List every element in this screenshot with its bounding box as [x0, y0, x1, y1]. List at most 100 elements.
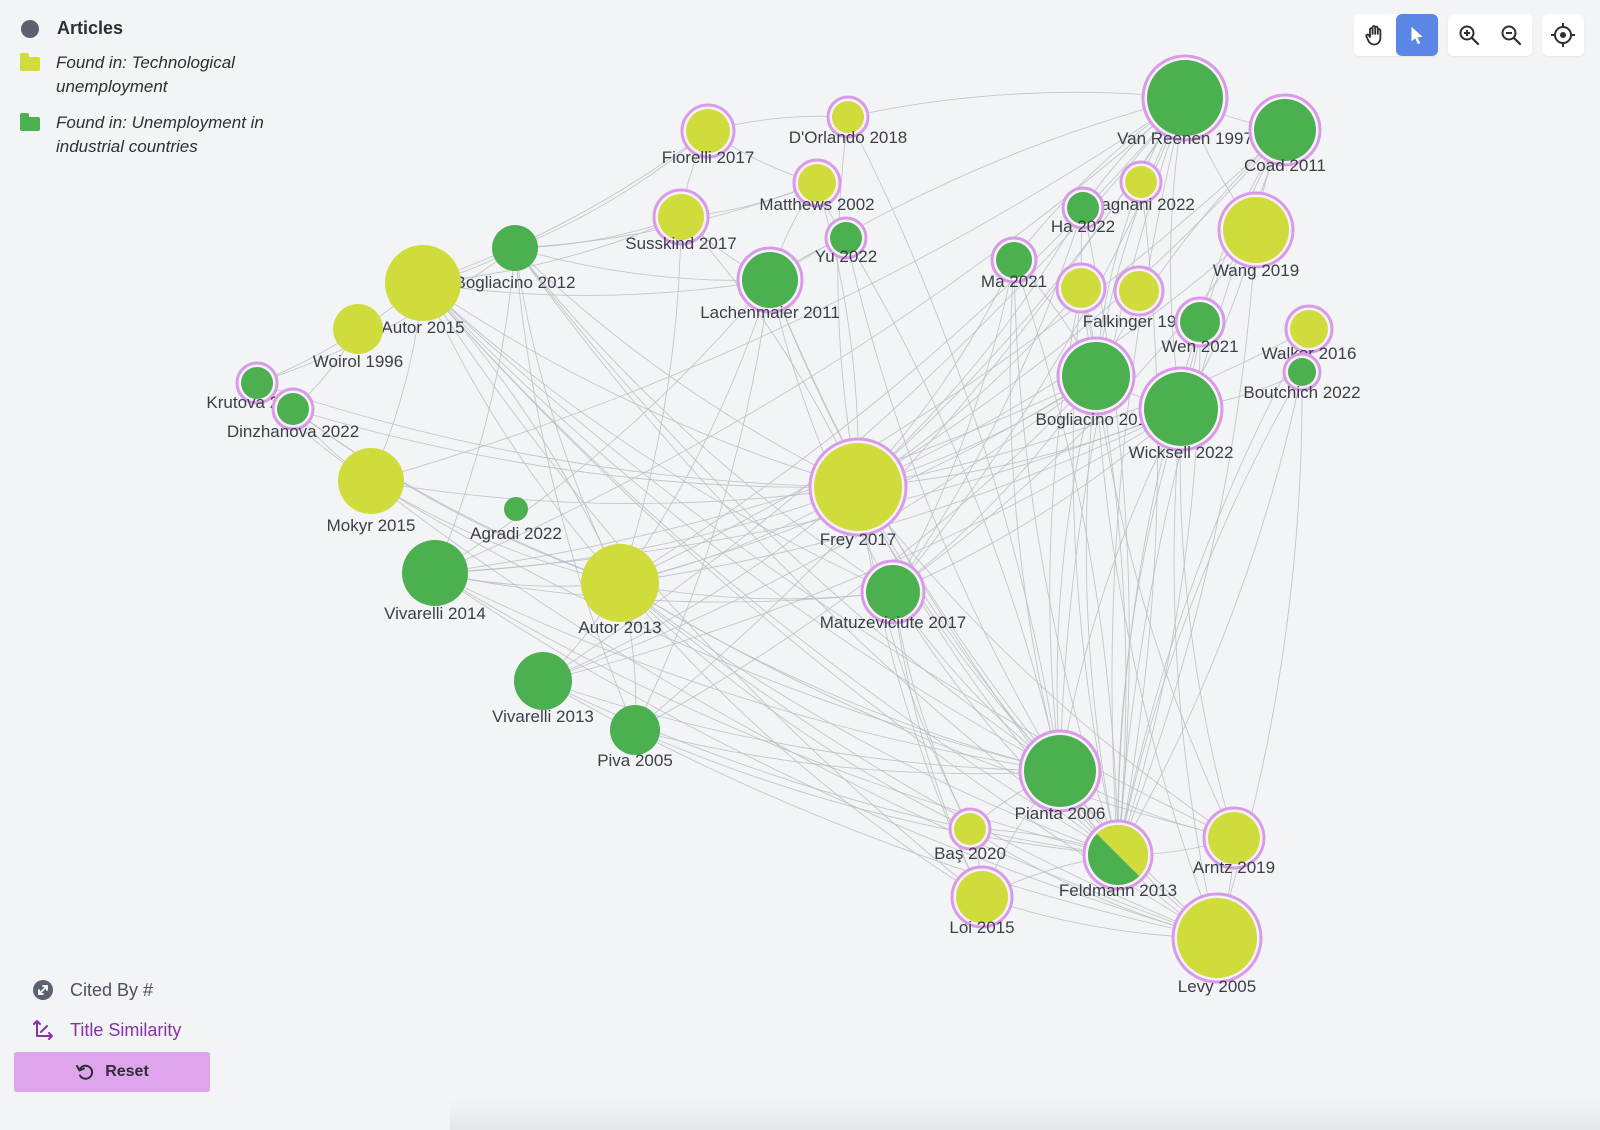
node-wicksell-2022[interactable]: Wicksell 2022: [1129, 366, 1234, 462]
node-circle: [338, 448, 404, 514]
node-autor-2013[interactable]: Autor 2013: [578, 544, 662, 637]
legend-item-technological-unemployment[interactable]: Found in: Technological unemployment: [18, 51, 318, 99]
node-ba-2020[interactable]: Baş 2020: [934, 807, 1006, 863]
graph-edge: [422, 282, 859, 488]
graph-edge: [422, 282, 621, 584]
graph-edge: [1013, 259, 1119, 856]
node-bogliacino-2010[interactable]: Bogliacino 2010: [1036, 336, 1157, 429]
graph-nodes: Fiorelli 2017 D'Orlando 2018 Van Reenen 19…: [206, 54, 1361, 996]
crosshair-icon: [1551, 23, 1575, 47]
node-circle: [1180, 302, 1220, 342]
legend-item-label: Found in: Technological unemployment: [56, 53, 235, 96]
graph-edge: [619, 582, 1218, 939]
recenter-button[interactable]: [1542, 14, 1584, 56]
graph-edge: [857, 129, 1286, 488]
cited-by-label: Cited By #: [70, 979, 154, 1000]
node-vivarelli-2013[interactable]: Vivarelli 2013: [492, 652, 594, 726]
graph-edge: [542, 680, 1061, 772]
node-levy-2005[interactable]: Levy 2005: [1171, 892, 1263, 996]
node-circle: [866, 565, 920, 619]
node-label: Feldmann 2013: [1059, 881, 1177, 900]
node-label: Matuzeviciute 2017: [820, 613, 966, 632]
node-label: Autor 2015: [381, 318, 464, 337]
recenter-tool-group: [1542, 14, 1584, 56]
graph-edge: [1056, 375, 1097, 772]
node-circle: [1288, 358, 1316, 386]
node-circle: [1177, 898, 1257, 978]
node-bogliacino-2012[interactable]: Bogliacino 2012: [455, 225, 576, 292]
node-falkinger-1987[interactable]: Falkinger 1987: [1055, 262, 1195, 331]
node-vivarelli-2014[interactable]: Vivarelli 2014: [384, 540, 486, 623]
node-frey-2017[interactable]: Frey 2017: [808, 437, 908, 549]
node-matthews-2002[interactable]: Matthews 2002: [759, 158, 875, 214]
node-circle: [514, 652, 572, 710]
node-woirol-1996[interactable]: Woirol 1996: [313, 304, 403, 371]
graph-edge: [422, 282, 983, 898]
node-wang-2019[interactable]: Wang 2019: [1213, 191, 1299, 280]
node-label: Arntz 2019: [1193, 858, 1275, 877]
zoom-in-button[interactable]: [1448, 14, 1490, 56]
pan-tool-button[interactable]: [1354, 14, 1396, 56]
node-mokyr-2015[interactable]: Mokyr 2015: [327, 448, 416, 535]
node-ha-2022[interactable]: Ha 2022: [1051, 186, 1115, 236]
graph-edge: [434, 375, 1097, 574]
graph-edge: [892, 591, 1119, 856]
zoom-out-button[interactable]: [1490, 14, 1532, 56]
graph-edge: [1117, 328, 1310, 856]
graph-edge: [1095, 375, 1235, 839]
graph-edge: [619, 582, 983, 898]
node-label: Piva 2005: [597, 751, 673, 770]
node-autor-2015[interactable]: Autor 2015: [381, 245, 465, 337]
node-boutchich-2022[interactable]: Boutchich 2022: [1243, 352, 1361, 402]
node-yu-2022[interactable]: Yu 2022: [815, 216, 877, 266]
node-lachenmaier-2011[interactable]: Lachenmaier 2011: [700, 246, 840, 322]
node-piva-2005[interactable]: Piva 2005: [597, 705, 673, 770]
node-circle: [956, 871, 1008, 923]
node-circle: [610, 705, 660, 755]
articles-dot-icon: [21, 20, 39, 38]
reset-button[interactable]: Reset: [14, 1052, 210, 1092]
title-similarity-control[interactable]: Title Similarity: [14, 1010, 210, 1050]
node-coad-2011[interactable]: Coad 2011: [1244, 93, 1326, 175]
node-loi-2015[interactable]: Loi 2015: [949, 865, 1015, 937]
hand-icon: [1365, 25, 1382, 46]
graph-edge: [847, 91, 1186, 118]
legend-item-unemployment-industrial[interactable]: Found in: Unemployment in industrial cou…: [18, 111, 318, 159]
graph-edge: [1095, 129, 1286, 377]
node-circle: [1062, 342, 1130, 410]
graph-edge: [514, 247, 894, 593]
node-label: Yu 2022: [815, 247, 877, 266]
node-circle: [1254, 99, 1316, 161]
node-matuzeviciute-2017[interactable]: Matuzeviciute 2017: [820, 559, 966, 632]
node-circle: [832, 101, 864, 133]
node-d-orlando-2018[interactable]: D'Orlando 2018: [789, 95, 908, 147]
graph-edge: [434, 572, 1119, 856]
cited-by-control[interactable]: Cited By #: [14, 970, 210, 1010]
node-fiorelli-2017[interactable]: Fiorelli 2017: [662, 103, 755, 167]
node-feldmann-2013[interactable]: Feldmann 2013: [1059, 819, 1177, 900]
node-agradi-2022[interactable]: Agradi 2022: [470, 497, 562, 543]
graph-toolbar: [1344, 14, 1584, 56]
graph-edge: [370, 480, 1061, 772]
node-circle: [1119, 271, 1159, 311]
node-circle: [504, 497, 528, 521]
graph-edge: [1111, 97, 1186, 856]
undo-icon: [75, 1062, 95, 1082]
node-van-reenen-1997[interactable]: Van Reenen 1997: [1117, 54, 1253, 148]
node-walker-2016[interactable]: Walker 2016: [1262, 304, 1357, 363]
node-arntz-2019[interactable]: Arntz 2019: [1193, 806, 1275, 877]
legend-title: Articles: [57, 18, 124, 38]
node-dinzhanova-2022[interactable]: Dinzhanova 2022: [227, 387, 359, 441]
node-magnani-2022[interactable]: Magnani 2022: [1087, 160, 1195, 214]
node-ma-2021[interactable]: Ma 2021: [981, 236, 1047, 291]
node-pianta-2006[interactable]: Pianta 2006: [1015, 729, 1106, 823]
node-label: Frey 2017: [820, 530, 897, 549]
graph-edge: [837, 116, 859, 488]
node-circle: [385, 245, 461, 321]
graph-edge: [857, 97, 1186, 488]
node-wen-2021[interactable]: Wen 2021: [1161, 296, 1239, 356]
node-susskind-2017[interactable]: Susskind 2017: [625, 188, 737, 253]
node-label: Pianta 2006: [1015, 804, 1106, 823]
select-tool-button[interactable]: [1396, 14, 1438, 56]
